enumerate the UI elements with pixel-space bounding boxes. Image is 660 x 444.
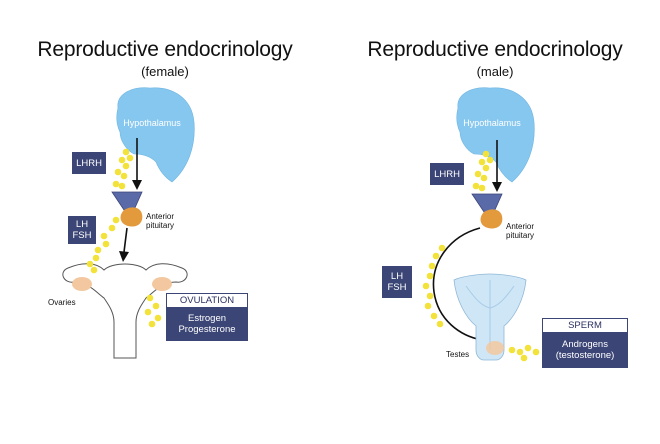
hypothalamus-label-female: Hypothalamus xyxy=(123,118,181,128)
ovulation-hormones: Estrogen Progesterone xyxy=(167,307,247,340)
female-subtitle: (female) xyxy=(141,64,189,79)
pituitary-text: pituitary xyxy=(506,231,535,240)
hypothalamus-shape xyxy=(116,87,195,183)
anterior-pituitary-shape xyxy=(120,207,143,227)
male-panel: Reproductive endocrinology (male) Hypoth… xyxy=(330,0,660,444)
estrogen-text: Estrogen xyxy=(187,312,227,324)
hypothalamus-shape xyxy=(456,87,535,183)
left-ovary xyxy=(72,277,92,291)
right-ovary xyxy=(152,277,172,291)
female-title: Reproductive endocrinology xyxy=(37,38,293,61)
anterior-pituitary-label-female: Anterior pituitary xyxy=(146,212,174,230)
lh-fsh-box-male: LH FSH xyxy=(382,266,412,298)
lhrh-box-male: LHRH xyxy=(430,163,464,185)
anterior-text: Anterior xyxy=(146,212,175,221)
pituitary-text: pituitary xyxy=(146,221,175,230)
fsh-label: FSH xyxy=(387,282,407,293)
lhrh-box-female: LHRH xyxy=(72,152,106,174)
female-panel: Reproductive endocrinology (female) Hypo… xyxy=(37,38,293,359)
hormone-dots xyxy=(86,148,162,328)
sperm-hormones: Androgens (testosterone) xyxy=(543,332,627,367)
male-title: Reproductive endocrinology xyxy=(367,38,623,61)
ovulation-box: OVULATION Estrogen Progesterone xyxy=(166,293,248,341)
anterior-pituitary-shape xyxy=(480,209,503,229)
male-subtitle: (male) xyxy=(476,64,514,79)
female-illustration xyxy=(62,87,195,359)
lh-label: LH xyxy=(390,271,404,282)
ovulation-title: OVULATION xyxy=(179,295,235,306)
anterior-text: Anterior xyxy=(506,222,535,231)
lhrh-label: LHRH xyxy=(434,168,460,180)
testis-shape xyxy=(486,341,504,355)
male-illustration xyxy=(422,87,540,362)
hypothalamus-label-male: Hypothalamus xyxy=(463,118,521,128)
sperm-box: SPERM Androgens (testosterone) xyxy=(542,318,628,368)
testosterone-text: (testosterone) xyxy=(555,349,615,361)
hormone-dots xyxy=(422,150,540,362)
sperm-title: SPERM xyxy=(568,320,602,331)
lhrh-label: LHRH xyxy=(76,157,102,169)
lh-fsh-box-female: LH FSH xyxy=(68,216,96,244)
testes-label: Testes xyxy=(446,350,470,359)
anterior-pituitary-label-male: Anterior pituitary xyxy=(506,222,534,240)
pituitary-stalk xyxy=(111,191,143,211)
pituitary-stalk xyxy=(471,193,503,213)
androgens-text: Androgens xyxy=(562,338,608,350)
progesterone-text: Progesterone xyxy=(178,323,236,335)
ovaries-label: Ovaries xyxy=(48,298,76,307)
fsh-label: FSH xyxy=(72,230,92,241)
lh-label: LH xyxy=(75,219,89,230)
